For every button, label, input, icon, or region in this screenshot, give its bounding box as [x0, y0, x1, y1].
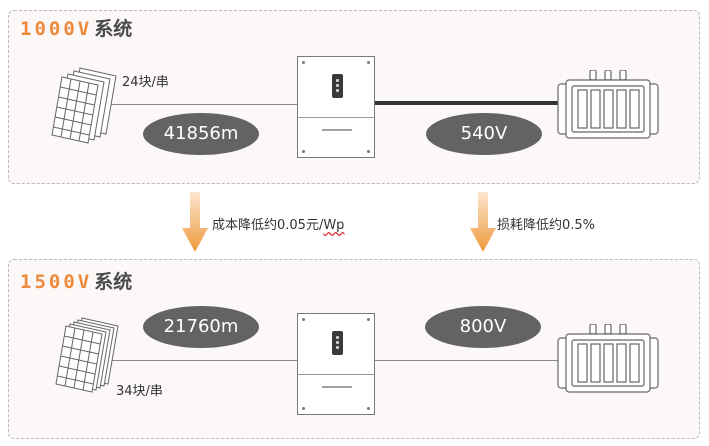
down-arrow-icon	[470, 192, 496, 252]
cost-reduction-note: 成本降低约0.05元/Wp	[212, 214, 344, 233]
inverter-brand-mark	[322, 386, 352, 388]
transformer-icon	[557, 70, 659, 139]
cable-length-pill: 41856m	[143, 113, 259, 155]
dc-voltage-pill: 800V	[425, 306, 541, 348]
ac-wire-thick	[375, 101, 565, 105]
inverter-bolt	[367, 407, 370, 410]
system-title-voltage: 1000V	[20, 18, 93, 40]
transformer-icon	[557, 324, 659, 393]
inverter-brand-mark	[322, 129, 352, 131]
dc-wire-thin	[104, 104, 298, 105]
loss-reduction-note: 损耗降低约0.5%	[497, 218, 596, 233]
inverter-display	[332, 74, 343, 98]
inverter-divider	[298, 117, 374, 118]
solar-panel-icon	[55, 317, 119, 393]
inverter-bolt	[367, 61, 370, 64]
inverter-icon	[297, 313, 375, 415]
down-arrow-icon	[182, 192, 208, 252]
module-count-label: 24块/串	[122, 75, 169, 90]
module-count-label: 34块/串	[116, 384, 163, 399]
dc-voltage-pill: 540V	[426, 113, 542, 155]
solar-panel-icon	[51, 67, 117, 144]
inverter-bolt	[302, 318, 305, 321]
inverter-bolt	[367, 318, 370, 321]
inverter-bolt	[302, 61, 305, 64]
inverter-bolt	[367, 150, 370, 153]
inverter-bolt	[302, 150, 305, 153]
ac-wire-thin	[375, 360, 565, 361]
dc-wire-thin	[108, 360, 298, 361]
inverter-display	[332, 331, 343, 355]
inverter-icon	[297, 56, 375, 158]
cost-reduction-unit: Wp	[323, 218, 345, 233]
system-title-voltage: 1500V	[20, 271, 93, 293]
cable-length-pill: 21760m	[143, 306, 259, 348]
inverter-divider	[298, 374, 374, 375]
system-title-suffix: 系统	[94, 271, 133, 293]
cost-reduction-text: 成本降低约0.05元/	[212, 218, 324, 233]
system-title-suffix: 系统	[94, 18, 133, 40]
inverter-bolt	[302, 407, 305, 410]
